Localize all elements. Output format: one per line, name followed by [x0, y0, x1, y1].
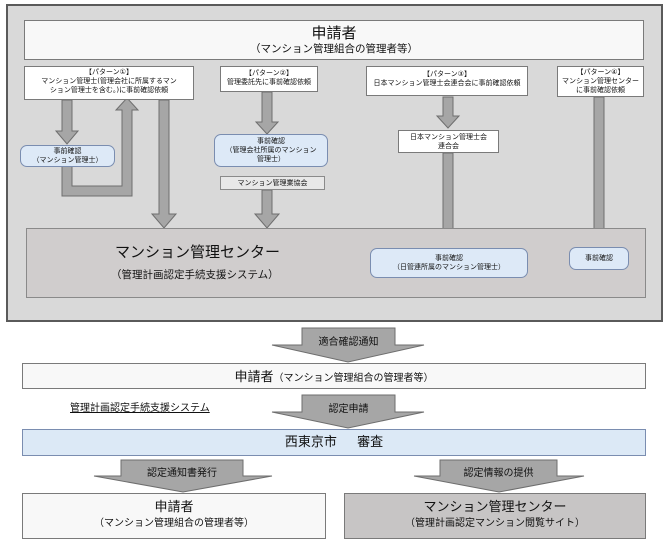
review-action: 審査 [357, 435, 384, 450]
pattern1-head: 【パターン①】 [85, 68, 133, 76]
arrow-p1-to-precheck1 [54, 99, 80, 145]
precheck1-line2: （マンション管理士） [32, 155, 103, 164]
arrow-p4-to-precheck4 [586, 96, 612, 247]
precheck2-box: 事前確認 （管理会社所属のマンション 管理士） [214, 134, 328, 167]
management-center-title: マンション管理センター [115, 243, 281, 261]
applicant3-box: 申請者 （マンション管理組合の管理者等） [22, 493, 326, 539]
management-center-sub: （管理計画認定手続支援システム） [111, 269, 279, 281]
precheck3-box: 事前確認 （日管連所属のマンション管理士） [370, 248, 528, 278]
certification-apply-label: 認定申請 [328, 404, 369, 415]
pattern4-head: 【パターン④】 [576, 68, 625, 76]
applicant3-title: 申請者 [154, 500, 194, 515]
precheck1-box: 事前確認 （マンション管理士） [20, 145, 115, 167]
pattern2-line1: 管理委託先に事前確認依頼 [227, 77, 311, 86]
precheck3-line1: 事前確認 [435, 254, 463, 262]
jmaa-box: 日本マンション管理士会 連合会 [398, 130, 499, 153]
management-association-box: マンション管理業協会 [220, 176, 325, 190]
pattern4-box: 【パターン④】 マンション管理センター に事前確認依頼 [557, 66, 644, 97]
review-box: 西東京市 審査 [22, 429, 646, 456]
system-link[interactable]: 管理計画認定手続支援システム [70, 403, 210, 414]
pattern2-box: 【パターン②】 管理委託先に事前確認依頼 [220, 66, 318, 92]
pattern3-head: 【パターン③】 [423, 70, 471, 78]
management-association-label: マンション管理業協会 [237, 179, 308, 187]
applicant-title: 申請者 [311, 24, 357, 42]
arrow-notice-issue [93, 459, 273, 493]
precheck2-line3: 管理士） [257, 154, 285, 163]
pattern1-line1: マンション管理士(管理会社に所属するマン [41, 76, 177, 85]
notice-issue-label: 認定通知書発行 [147, 468, 217, 479]
pattern3-box: 【パターン③】 日本マンション管理士会連合会に事前確認依頼 [366, 66, 528, 96]
precheck2-line2: （管理会社所属のマンション [225, 145, 317, 154]
applicant-sub: （マンション管理組合の管理者等） [250, 42, 418, 55]
precheck4-box: 事前確認 [569, 247, 629, 270]
arrow-p1-to-center [150, 99, 178, 229]
arrow-loop-up [61, 97, 140, 197]
management-center2-sub: （管理計画認定マンション閲覧サイト） [405, 518, 585, 530]
pattern2-head: 【パターン②】 [245, 69, 293, 77]
precheck3-line2: （日管連所属のマンション管理士） [393, 262, 505, 271]
review-city: 西東京市 [284, 435, 337, 450]
precheck1-line1: 事前確認 [53, 147, 82, 155]
applicant2-box: 申請者（マンション管理組合の管理者等） [22, 363, 646, 389]
pattern1-box: 【パターン①】 マンション管理士(管理会社に所属するマン ション管理士を含む。)… [24, 66, 194, 100]
arrow-certification-apply [271, 394, 425, 429]
arrow-p2-to-precheck2 [254, 91, 280, 135]
applicant2-title: 申請者 [234, 370, 274, 385]
applicant-box: 申請者 （マンション管理組合の管理者等） [24, 20, 644, 60]
management-center2-box: マンション管理センター （管理計画認定マンション閲覧サイト） [344, 493, 646, 539]
jmaa-line2: 連合会 [438, 141, 459, 150]
precheck4-label: 事前確認 [585, 254, 613, 262]
arrow-info-provide [413, 459, 585, 493]
arrow-p3-to-jmaa [435, 96, 461, 129]
jmaa-line1: 日本マンション管理士会 [410, 133, 487, 141]
pattern3-line1: 日本マンション管理士会連合会に事前確認依頼 [373, 78, 521, 87]
pattern4-line2: に事前確認依頼 [576, 85, 625, 94]
applicant3-sub: （マンション管理組合の管理者等） [94, 518, 254, 530]
precheck2-line1: 事前確認 [257, 137, 285, 145]
info-provide-label: 認定情報の提供 [463, 468, 534, 479]
arrow-assoc-to-center [253, 189, 281, 229]
applicant2-sub: （マンション管理組合の管理者等） [273, 373, 434, 384]
conformity-notice-label: 適合確認通知 [318, 337, 379, 348]
management-center-box: マンション管理センター （管理計画認定手続支援システム） [26, 228, 646, 298]
pattern4-line1: マンション管理センター [562, 76, 639, 85]
management-center2-title: マンション管理センター [423, 500, 567, 515]
pattern1-line2: ション管理士を含む。)に事前確認依頼 [49, 85, 169, 94]
arrow-conformity-notice [271, 327, 425, 363]
